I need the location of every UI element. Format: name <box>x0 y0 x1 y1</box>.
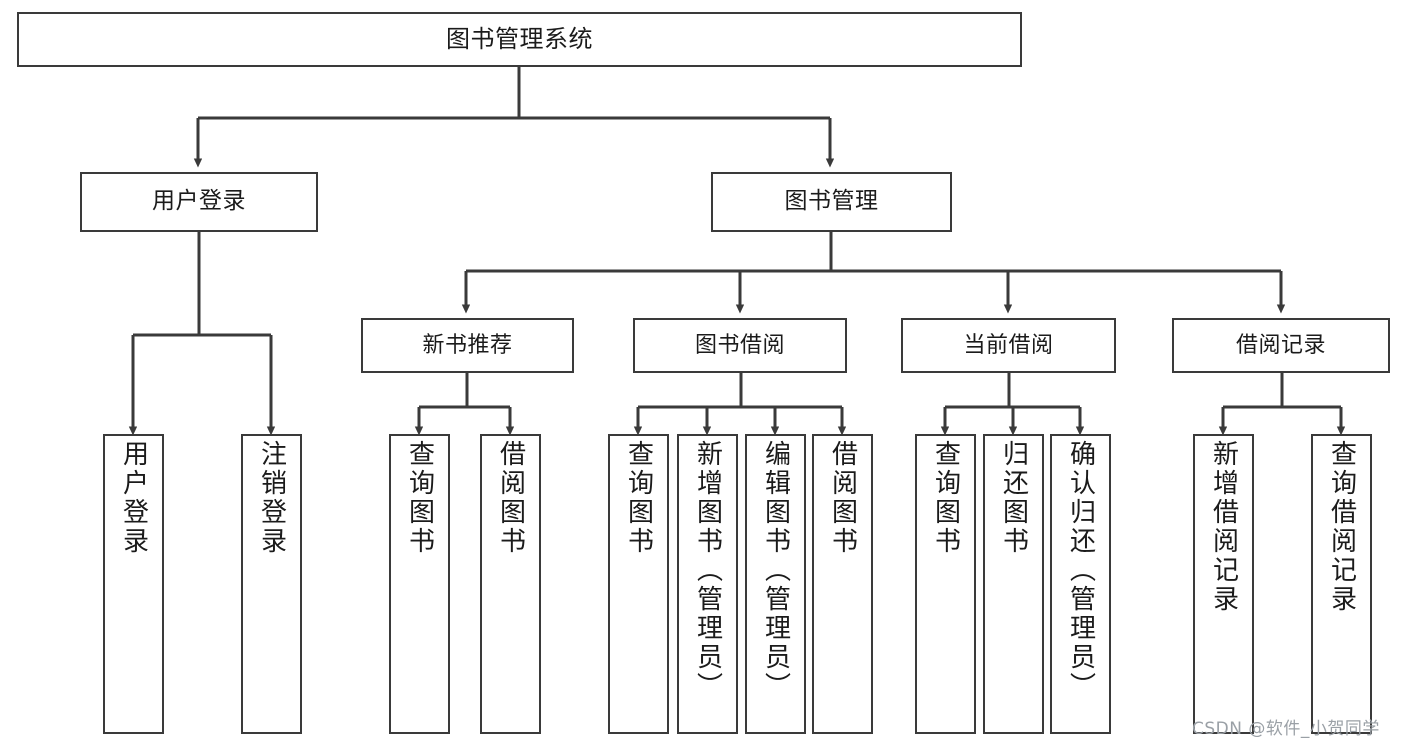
node-leaf-query-book-2[interactable]: 查询图书 <box>608 434 669 734</box>
node-leaf-query-record-label: 查询借阅记录 <box>1326 440 1357 614</box>
node-leaf-edit-book[interactable]: 编辑图书（管理员） <box>745 434 806 734</box>
node-borrow-record[interactable]: 借阅记录 <box>1172 318 1390 373</box>
node-current-borrow[interactable]: 当前借阅 <box>901 318 1116 373</box>
node-book-borrow[interactable]: 图书借阅 <box>633 318 847 373</box>
node-leaf-user-login[interactable]: 用户登录 <box>103 434 164 734</box>
node-root[interactable]: 图书管理系统 <box>17 12 1022 67</box>
node-leaf-borrow-book-1[interactable]: 借阅图书 <box>480 434 541 734</box>
node-leaf-query-book-2-label: 查询图书 <box>623 440 654 556</box>
node-leaf-borrow-book-2-label: 借阅图书 <box>827 440 858 556</box>
node-leaf-add-book[interactable]: 新增图书（管理员） <box>677 434 738 734</box>
node-user-login-label: 用户登录 <box>152 188 246 215</box>
node-book-manage[interactable]: 图书管理 <box>711 172 952 232</box>
node-leaf-user-login-label: 用户登录 <box>118 440 149 556</box>
node-leaf-logout-login-label: 注销登录 <box>256 440 287 556</box>
node-leaf-add-record[interactable]: 新增借阅记录 <box>1193 434 1254 734</box>
node-leaf-add-book-label: 新增图书（管理员） <box>692 440 723 701</box>
node-leaf-query-record[interactable]: 查询借阅记录 <box>1311 434 1372 734</box>
node-root-label: 图书管理系统 <box>446 25 593 54</box>
node-borrow-record-label: 借阅记录 <box>1235 332 1326 358</box>
node-leaf-edit-book-label: 编辑图书（管理员） <box>760 440 791 701</box>
node-leaf-logout-login[interactable]: 注销登录 <box>241 434 302 734</box>
node-leaf-query-book-3[interactable]: 查询图书 <box>915 434 976 734</box>
node-leaf-borrow-book-2[interactable]: 借阅图书 <box>812 434 873 734</box>
node-leaf-query-book-1-label: 查询图书 <box>404 440 435 556</box>
node-leaf-query-book-1[interactable]: 查询图书 <box>389 434 450 734</box>
node-leaf-confirm-return[interactable]: 确认归还（管理员） <box>1050 434 1111 734</box>
node-book-borrow-label: 图书借阅 <box>694 332 785 358</box>
node-leaf-confirm-return-label: 确认归还（管理员） <box>1065 440 1096 701</box>
node-user-login[interactable]: 用户登录 <box>80 172 318 232</box>
node-new-book-recommend-label: 新书推荐 <box>422 332 513 358</box>
node-leaf-borrow-book-1-label: 借阅图书 <box>495 440 526 556</box>
node-new-book-recommend[interactable]: 新书推荐 <box>361 318 574 373</box>
node-leaf-query-book-3-label: 查询图书 <box>930 440 961 556</box>
node-leaf-return-book[interactable]: 归还图书 <box>983 434 1044 734</box>
node-leaf-return-book-label: 归还图书 <box>998 440 1029 556</box>
watermark: CSDN @软件_小贺同学 <box>1192 719 1380 739</box>
node-book-manage-label: 图书管理 <box>784 188 879 215</box>
node-leaf-add-record-label: 新增借阅记录 <box>1208 440 1239 614</box>
node-current-borrow-label: 当前借阅 <box>963 332 1054 358</box>
